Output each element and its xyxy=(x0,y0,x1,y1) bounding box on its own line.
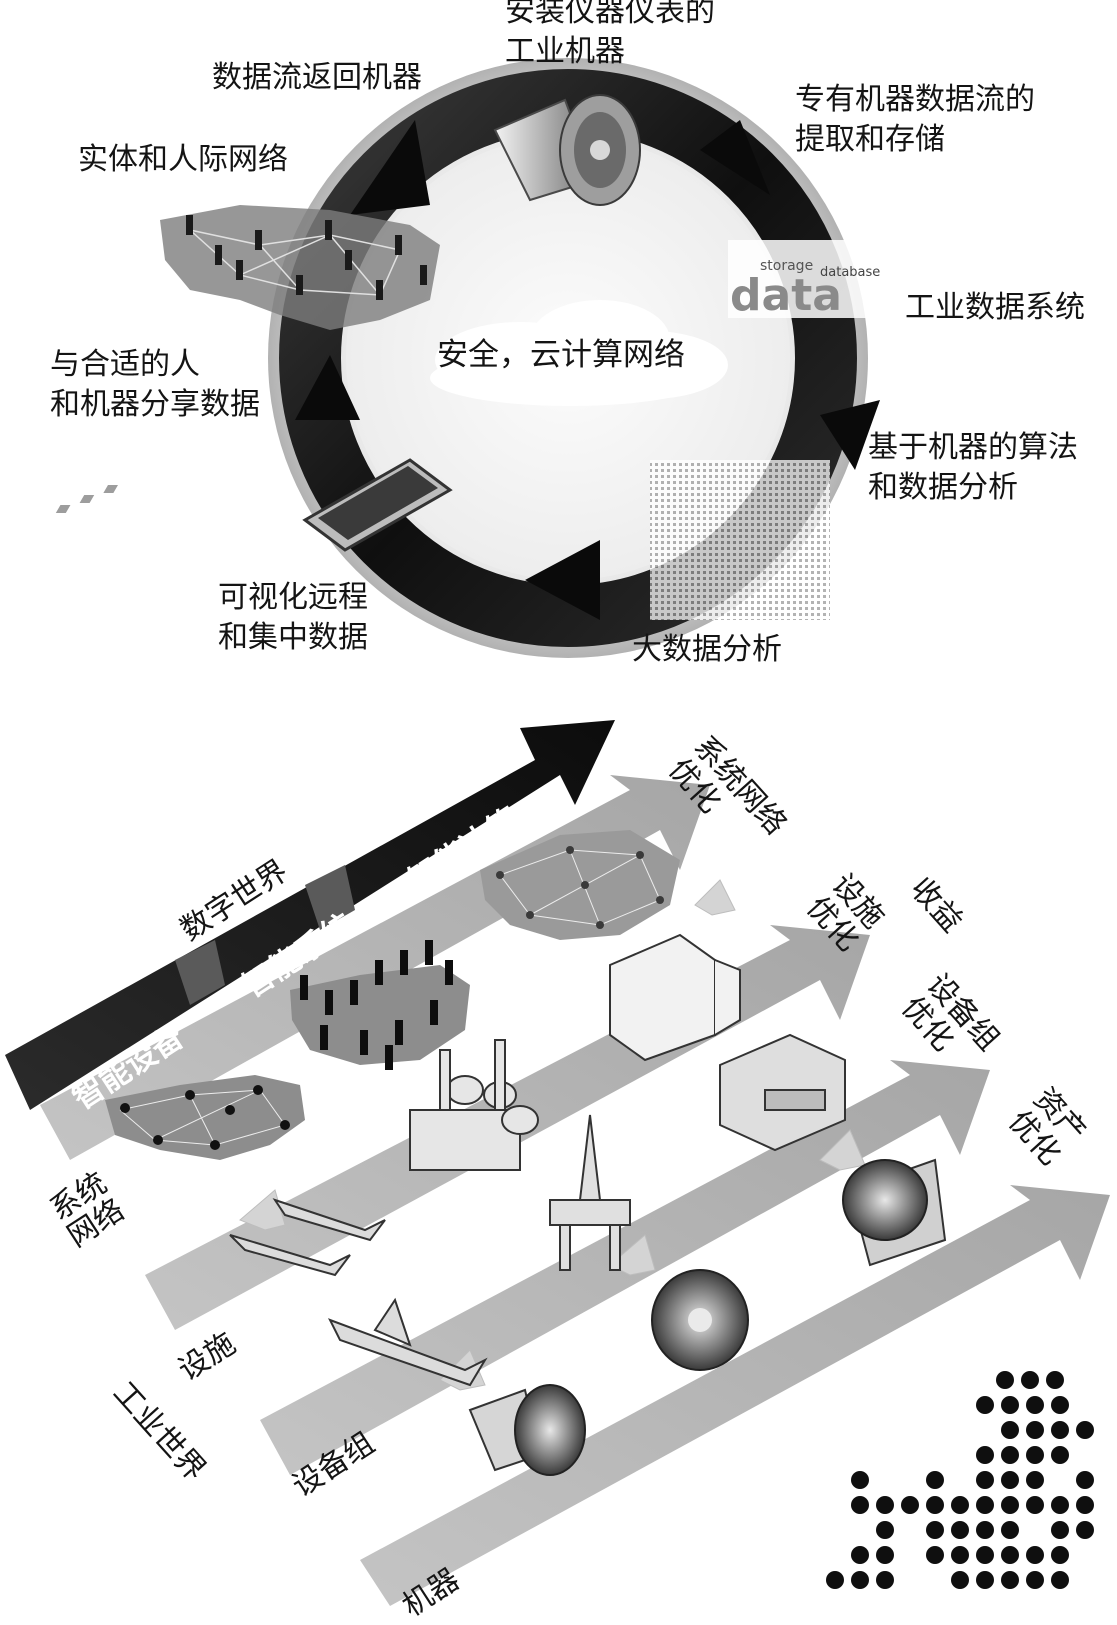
label-physical-networks: 实体和人际网络 xyxy=(78,142,288,177)
label-instrumented-machines: 安装仪器仪表的 工业机器 xyxy=(505,0,715,69)
cycle-arrowhead xyxy=(700,120,770,195)
label-data-stream-extraction: 专有机器数据流的 提取和存储 xyxy=(795,82,1035,157)
cycle-diagram: storage database data xyxy=(55,58,880,658)
hospital-building-icon xyxy=(609,933,741,1062)
network-map-upper-icon xyxy=(480,830,680,940)
cycle-arrowhead xyxy=(350,120,430,215)
cycle-arrowhead xyxy=(525,540,600,620)
label-big-data-analysis: 大数据分析 xyxy=(632,632,782,667)
cycle-center-label: 安全，云计算网络 xyxy=(437,337,685,373)
airplane-icon xyxy=(229,1198,488,1387)
label-visualization: 可视化远程 和集中数据 xyxy=(218,580,368,655)
jet-engine-lower-icon xyxy=(468,1384,586,1476)
band-arrow-machine xyxy=(360,1185,1110,1606)
svg-text:database: database xyxy=(820,265,880,280)
cloud-icon xyxy=(430,300,728,406)
cycle-arrowhead xyxy=(295,355,360,420)
jet-engine-mid-icon xyxy=(651,1269,749,1371)
svg-text:data: data xyxy=(730,270,842,321)
oil-rig-icon xyxy=(549,1114,631,1271)
matrix-texture xyxy=(650,460,830,620)
hospital-room-icon xyxy=(719,1033,846,1152)
network-map-lower-icon xyxy=(105,1075,305,1160)
refinery-icon xyxy=(409,1039,539,1171)
jet-engine-icon xyxy=(493,94,641,206)
dotted-map-icon xyxy=(826,1371,1094,1589)
intelligent-banner-arrow xyxy=(5,720,615,1110)
network-map-icon xyxy=(160,205,440,330)
label-industrial-data-system: 工业数据系统 xyxy=(905,290,1085,325)
label-return-stream: 数据流返回机器 xyxy=(212,60,422,95)
svg-text:storage: storage xyxy=(760,258,813,274)
label-share-data: 与合适的人 和机器分享数据 xyxy=(50,347,260,422)
cycle-arrowhead xyxy=(820,400,880,470)
turbine-fan-icon xyxy=(842,1158,947,1267)
data-word-cloud-icon: storage database data xyxy=(728,240,880,321)
network-map-people-icon xyxy=(290,940,470,1070)
smartphone-icon xyxy=(55,458,453,552)
label-algorithms-analysis: 基于机器的算法 和数据分析 xyxy=(868,430,1078,505)
cycle-ring xyxy=(279,69,857,647)
